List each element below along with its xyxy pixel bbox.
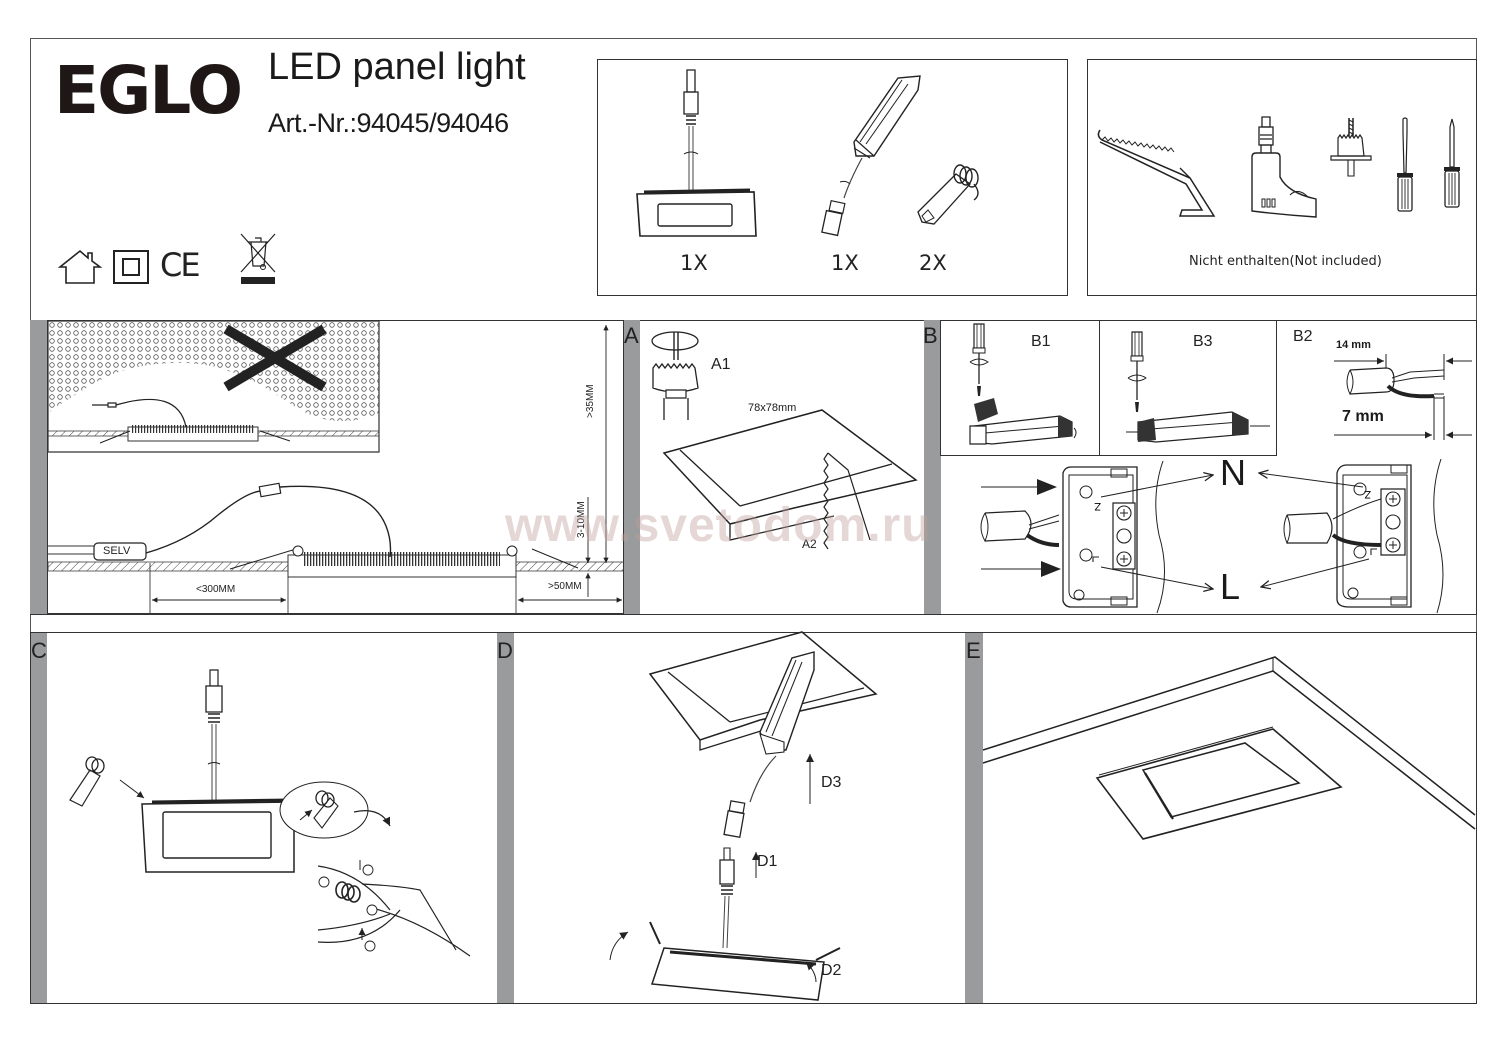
step-d1-label: D1	[757, 853, 778, 870]
clearance-panel-strip	[30, 320, 48, 614]
step-d3-label: D3	[821, 774, 842, 791]
live-label: L	[1220, 566, 1241, 607]
step-d-strip	[497, 633, 514, 1003]
weee-crossed-bin-icon	[238, 232, 278, 284]
drill-icon	[1248, 115, 1320, 220]
phillips-screwdriver-icon	[1444, 117, 1460, 209]
screwdriver-open-terminal-icon	[964, 322, 1094, 448]
wire-strip-diagram	[1330, 354, 1475, 440]
hole-saw-icon	[1330, 118, 1372, 178]
step-d-letter: D	[497, 638, 513, 663]
step-e-letter: E	[966, 638, 981, 663]
svg-text:Z: Z	[1364, 488, 1371, 500]
spring-clip-quantity: 2X	[919, 251, 947, 275]
brand-logo: EGLO	[54, 52, 243, 129]
screwdriver-close-terminal-icon	[1126, 330, 1270, 448]
installed-panel-illustration	[983, 633, 1476, 1003]
spring-clip-illustration	[912, 160, 984, 230]
mains-terminal-wiring-diagram: Z Z	[941, 455, 1475, 613]
cutout-dimension: 78x78mm	[748, 402, 797, 414]
step-b3-label: B3	[1193, 333, 1213, 350]
spring-clip-attach-illustration	[60, 660, 480, 960]
tools-not-included-note: Nicht enthalten(Not included)	[1189, 254, 1382, 269]
step-b-strip	[924, 320, 941, 614]
step-a2-label: A2	[802, 537, 817, 551]
package-contents-box	[597, 59, 1068, 296]
dim-cable-distance: <300MM	[196, 584, 236, 595]
flat-screwdriver-icon	[1397, 117, 1413, 212]
indoor-use-icon	[58, 249, 102, 285]
article-number: Art.-Nr.:94045/94046	[268, 108, 509, 138]
ceiling-cutout-illustration	[664, 410, 922, 556]
step-b3-panel	[1099, 320, 1277, 456]
step-b-letter: B	[923, 323, 938, 348]
ce-mark-icon: CE	[160, 246, 201, 284]
step-b1-label: B1	[1031, 333, 1051, 350]
driver-insert-illustration	[600, 632, 890, 992]
strip-length-inner: 7 mm	[1342, 408, 1384, 425]
dim-height-panel: 3-10MM	[576, 501, 587, 538]
svg-text:Z: Z	[1094, 500, 1101, 512]
dim-edge-distance: >50MM	[548, 581, 582, 592]
led-driver-quantity: 1X	[831, 251, 859, 275]
step-b2-label: B2	[1293, 328, 1313, 345]
row-3-frame	[30, 632, 1477, 1004]
neutral-label: N	[1220, 452, 1246, 493]
jigsaw-icon	[1096, 126, 1226, 218]
product-title: LED panel light	[268, 46, 526, 88]
required-tools-box	[1087, 59, 1477, 296]
protection-class-2-icon	[113, 250, 149, 284]
led-panel-quantity: 1X	[680, 251, 708, 275]
clearance-diagram	[48, 321, 624, 613]
step-c-letter: C	[31, 638, 47, 663]
hole-saw-step-illustration	[650, 328, 710, 420]
strip-length-outer: 14 mm	[1336, 339, 1371, 351]
step-d2-label: D2	[821, 962, 842, 979]
led-panel-illustration	[636, 66, 756, 238]
step-a1-label: A1	[711, 356, 731, 373]
selv-label: SELV	[103, 545, 131, 557]
step-c-strip	[31, 633, 47, 1003]
dim-height-total: >35MM	[585, 384, 596, 418]
step-a-strip	[624, 320, 640, 614]
led-driver-illustration	[814, 70, 924, 240]
step-a-letter: A	[624, 323, 639, 348]
step-e-strip	[965, 633, 983, 1003]
